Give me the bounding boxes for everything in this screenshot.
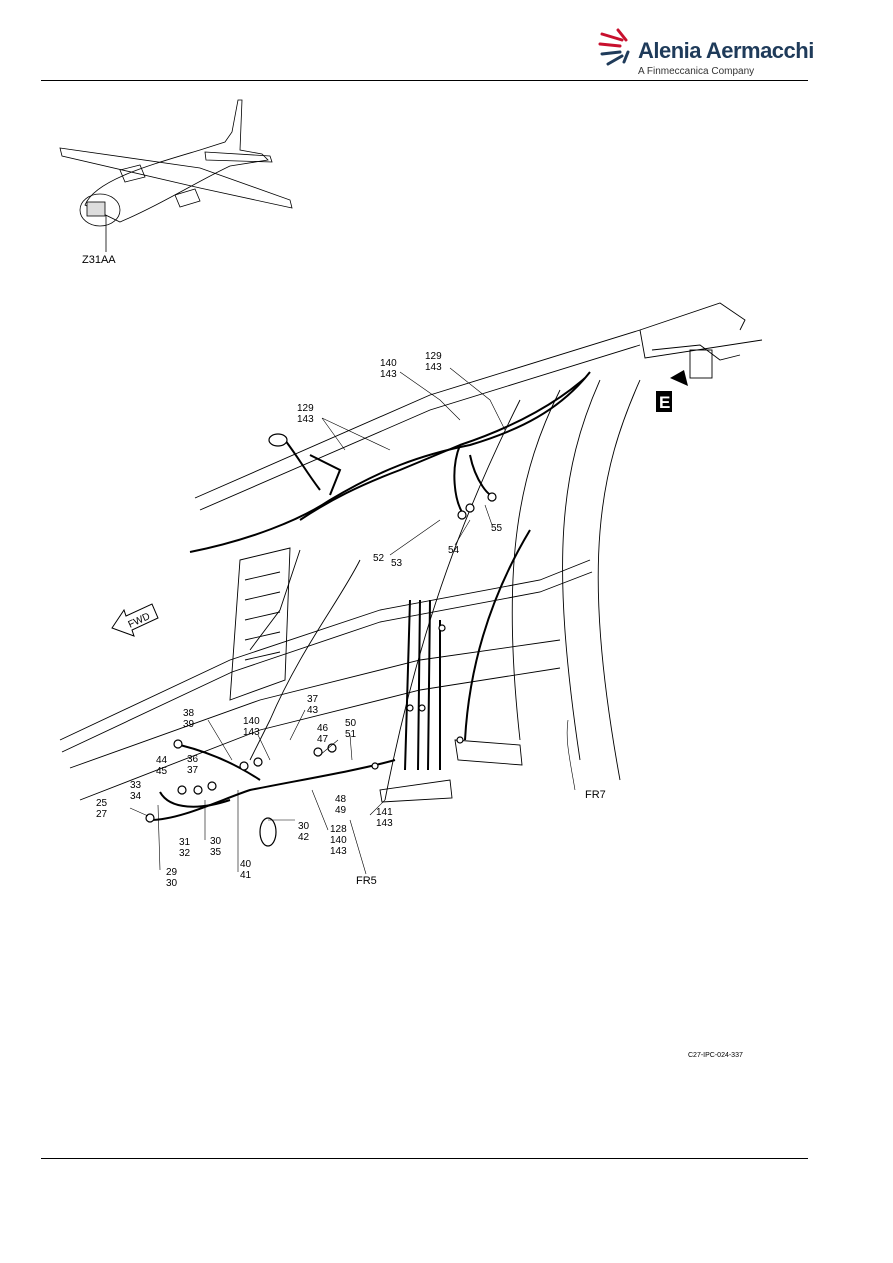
frame-label-fr5: FR5 bbox=[356, 875, 377, 887]
brand-mark-icon bbox=[598, 28, 630, 66]
frame-label-fr7: FR7 bbox=[585, 789, 606, 801]
brand-name: Alenia Aermacchi bbox=[638, 38, 814, 63]
zone-label: Z31AA bbox=[82, 254, 116, 266]
brand-tagline: A Finmeccanica Company bbox=[638, 66, 755, 77]
aircraft-locator-icon bbox=[59, 99, 293, 252]
figure-id: C27-IPC-024-337 bbox=[688, 1052, 743, 1059]
callout-6: 53 bbox=[391, 558, 403, 569]
connector-icons bbox=[145, 433, 497, 847]
footer-rule bbox=[41, 1158, 808, 1159]
callout-4: 54 bbox=[448, 545, 460, 556]
view-e-marker: E bbox=[656, 370, 688, 412]
header-rule bbox=[41, 80, 808, 81]
view-label: E bbox=[659, 393, 670, 412]
callout-leaders bbox=[129, 367, 506, 872]
callout-5: 52 bbox=[373, 553, 385, 564]
callout-3: 55 bbox=[491, 523, 503, 534]
fuselage-structure bbox=[59, 302, 763, 803]
wiring-harness bbox=[149, 371, 591, 821]
fwd-arrow-icon: FWD bbox=[111, 603, 159, 637]
